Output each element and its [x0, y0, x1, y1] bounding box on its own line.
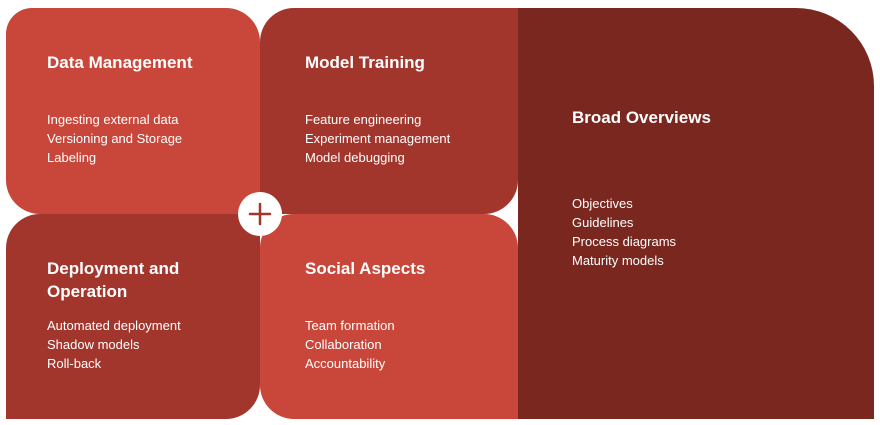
broad-overviews-list: Objectives Guidelines Process diagrams M… — [572, 194, 676, 270]
data-management-title: Data Management — [47, 53, 193, 72]
list-item: Feature engineering — [305, 112, 422, 127]
deployment-list: Automated deployment Shadow models Roll-… — [47, 316, 181, 373]
list-item: Versioning and Storage — [47, 131, 183, 146]
list-item: Collaboration — [305, 337, 382, 352]
plus-badge — [238, 192, 282, 236]
list-item: Ingesting external data — [47, 112, 179, 127]
model-training-title: Model Training — [305, 53, 425, 72]
list-item: Experiment management — [305, 131, 451, 146]
social-aspects-tile: Social Aspects Team formation Collaborat… — [260, 214, 518, 419]
list-item: Guidelines — [572, 215, 634, 230]
plus-icon — [248, 202, 272, 226]
list-item: Roll-back — [47, 356, 102, 371]
data-management-tile: Data Management Ingesting external data … — [6, 8, 260, 214]
data-management-list: Ingesting external data Versioning and S… — [47, 110, 182, 167]
social-aspects-title: Social Aspects — [305, 259, 426, 278]
deployment-title: Deployment and Operation — [47, 259, 180, 301]
list-item: Maturity models — [572, 253, 664, 268]
social-aspects-list: Team formation Collaboration Accountabil… — [305, 316, 395, 373]
list-item: Team formation — [305, 318, 395, 333]
list-item: Accountability — [305, 356, 386, 371]
deployment-tile: Deployment and Operation Automated deplo… — [6, 214, 260, 419]
list-item: Model debugging — [305, 150, 405, 165]
list-item: Process diagrams — [572, 234, 677, 249]
list-item: Shadow models — [47, 337, 140, 352]
model-training-list: Feature engineering Experiment managemen… — [305, 110, 450, 167]
broad-overviews-tile: Broad Overviews Objectives Guidelines Pr… — [518, 8, 874, 419]
list-item: Objectives — [572, 196, 633, 211]
list-item: Labeling — [47, 150, 97, 165]
broad-overviews-title: Broad Overviews — [572, 108, 711, 127]
list-item: Automated deployment — [47, 318, 181, 333]
model-training-tile: Model Training Feature engineering Exper… — [260, 8, 518, 214]
